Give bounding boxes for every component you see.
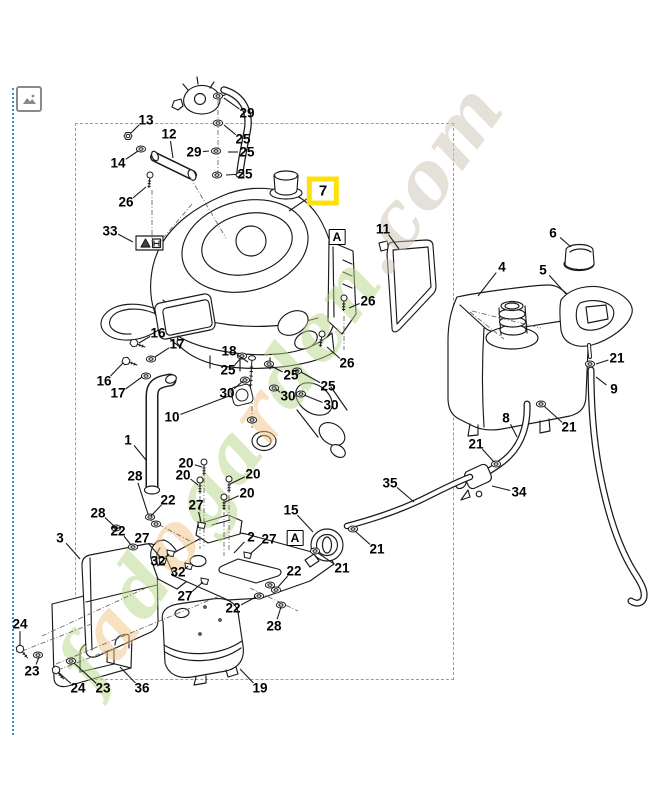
part-callout-20[interactable]: 20 [245,466,261,482]
part-callout-10[interactable]: 10 [164,409,180,425]
part-callout-9[interactable]: 9 [610,381,618,397]
part-callout-27[interactable]: 27 [134,530,150,546]
part-callout-29[interactable]: 29 [186,144,202,160]
part-callout-25[interactable]: 25 [283,367,299,383]
part-grommet-5 [559,285,633,359]
part-callout-34[interactable]: 34 [511,484,527,500]
part-callout-21[interactable]: 21 [609,350,625,366]
part-callout-28[interactable]: 28 [127,468,143,484]
fastener-hbolt-glyph [51,665,65,680]
part-callout-4[interactable]: 4 [498,259,506,275]
reference-marker-A: A [328,229,346,245]
part-callout-28[interactable]: 28 [266,618,282,634]
part-callout-17[interactable]: 17 [169,336,185,352]
fastener-washer-glyph [490,460,502,468]
part-callout-1[interactable]: 1 [124,432,132,448]
part-callout-23[interactable]: 23 [24,663,40,679]
part-callout-25[interactable]: 25 [237,166,253,182]
part-callout-23[interactable]: 23 [95,680,111,696]
part-fuel-tank-4 [447,284,590,437]
part-callout-21[interactable]: 21 [561,419,577,435]
part-callout-26[interactable]: 26 [360,293,376,309]
part-callout-30[interactable]: 30 [280,388,296,404]
part-callout-20[interactable]: 20 [178,455,194,471]
fastener-washer-glyph [212,92,224,100]
image-placeholder-icon[interactable] [16,86,42,112]
part-callout-16[interactable]: 16 [96,373,112,389]
part-hose-9 [587,366,648,607]
part-callout-22[interactable]: 22 [160,492,176,508]
part-callout-29[interactable]: 29 [239,105,255,121]
part-callout-25[interactable]: 25 [239,144,255,160]
fastener-washer-glyph [32,651,44,659]
left-dotted-guide [12,88,14,735]
part-callout-22[interactable]: 22 [110,523,126,539]
part-callout-24[interactable]: 24 [12,616,28,632]
fastener-hbolt-glyph [15,644,29,659]
part-callout-25[interactable]: 25 [320,378,336,394]
part-callout-25[interactable]: 25 [220,362,236,378]
part-callout-11[interactable]: 11 [375,221,391,237]
part-callout-7[interactable]: 7 [306,176,340,206]
part-callout-22[interactable]: 22 [286,563,302,579]
part-callout-17[interactable]: 17 [110,385,126,401]
part-callout-6[interactable]: 6 [549,225,557,241]
part-callout-15[interactable]: 15 [283,502,299,518]
part-callout-35[interactable]: 35 [382,475,398,491]
part-callout-20[interactable]: 20 [175,467,191,483]
part-callout-33[interactable]: 33 [102,223,118,239]
part-callout-30[interactable]: 30 [219,385,235,401]
part-callout-26[interactable]: 26 [118,194,134,210]
fastener-washer-glyph [535,400,547,408]
part-callout-27[interactable]: 27 [188,497,204,513]
part-callout-18[interactable]: 18 [221,343,237,359]
part-callout-32[interactable]: 32 [150,553,166,569]
part-callout-16[interactable]: 16 [150,325,166,341]
part-callout-21[interactable]: 21 [468,436,484,452]
part-callout-27[interactable]: 27 [177,588,193,604]
part-callout-26[interactable]: 26 [339,355,355,371]
part-callout-13[interactable]: 13 [138,112,154,128]
part-callout-24[interactable]: 24 [70,680,86,696]
part-callout-20[interactable]: 20 [239,485,255,501]
part-cap-6 [563,243,595,272]
part-callout-3[interactable]: 3 [56,530,64,546]
part-valve-34 [455,463,492,501]
fastener-washer-glyph [584,360,596,368]
part-callout-2[interactable]: 2 [247,529,255,545]
reference-marker-A: A [286,530,304,546]
part-callout-21[interactable]: 21 [334,560,350,576]
part-callout-36[interactable]: 36 [134,680,150,696]
part-callout-28[interactable]: 28 [90,505,106,521]
part-callout-22[interactable]: 22 [225,600,241,616]
part-callout-32[interactable]: 32 [170,564,186,580]
part-callout-5[interactable]: 5 [539,262,547,278]
part-callout-30[interactable]: 30 [323,397,339,413]
part-callout-14[interactable]: 14 [110,155,126,171]
part-callout-8[interactable]: 8 [502,410,510,426]
part-callout-27[interactable]: 27 [261,531,277,547]
part-callout-12[interactable]: 12 [161,126,177,142]
broken-image-glyph [22,94,36,104]
part-callout-19[interactable]: 19 [252,680,268,696]
part-callout-21[interactable]: 21 [369,541,385,557]
